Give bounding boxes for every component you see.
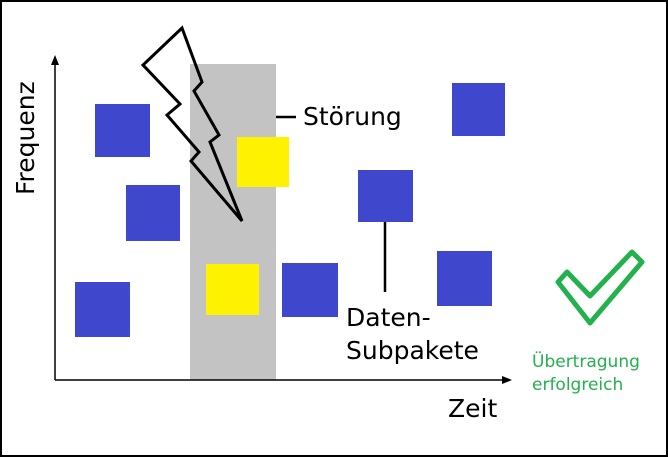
data-packet bbox=[95, 104, 150, 157]
data-packet bbox=[437, 251, 492, 306]
interference-band bbox=[190, 64, 276, 380]
x-axis-label: Zeit bbox=[448, 394, 498, 423]
data-packet bbox=[358, 170, 413, 222]
disturbed-packet bbox=[206, 264, 259, 315]
data-packet bbox=[126, 185, 180, 241]
status-line1: Übertragung bbox=[532, 352, 640, 372]
interference-label: Störung bbox=[303, 102, 402, 131]
disturbed-packet bbox=[237, 137, 289, 187]
data-packet bbox=[282, 263, 338, 317]
packets-label-line2: Subpakete bbox=[346, 336, 479, 365]
axes bbox=[51, 55, 512, 384]
lightning-icon bbox=[140, 25, 244, 222]
checkmark-icon bbox=[555, 249, 645, 326]
y-axis-label: Frequenz bbox=[11, 81, 40, 195]
data-packet bbox=[452, 83, 505, 136]
packets-label-line1: Daten- bbox=[346, 303, 431, 332]
status-line2: erfolgreich bbox=[532, 375, 624, 395]
data-packet bbox=[75, 282, 130, 337]
